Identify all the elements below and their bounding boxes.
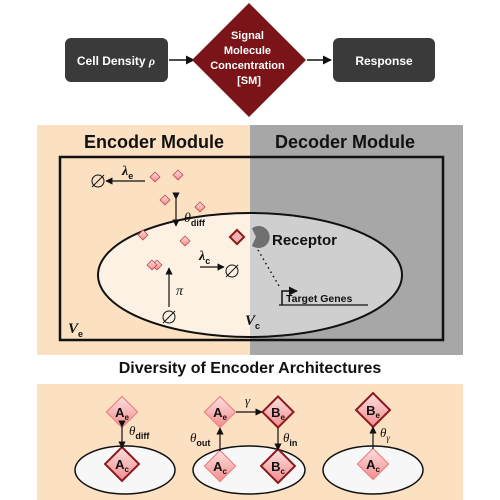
ve-label: Ve [68,321,83,339]
environment-volume-box [58,155,445,342]
ac-node: Ac [203,449,237,483]
module-panel: Encoder Module Decoder Module λe θdiff [37,125,463,355]
svg-text:Ae: Ae [213,405,227,422]
response-label: Response [355,54,413,68]
molecule [159,194,171,206]
signal-molecule-diamond [192,3,306,117]
be-node: Be [354,391,392,429]
theta-diff-label: θdiff [129,423,150,441]
rho-symbol: ρ [148,54,155,68]
architectures-title: Diversity of Encoder Architectures [119,360,382,377]
cell-right-half [250,213,402,337]
svg-text:Ac: Ac [115,457,129,474]
theta-in-label: θin [283,430,297,448]
ac-node: Ac [103,445,141,483]
molecule [172,169,184,181]
architecture-conversion: Ae Be Ac Bc γ θout θin [190,393,306,495]
lambda-c-label: λc [198,249,210,266]
sm-line-4: [SM] [237,75,261,87]
pi-label: π [176,284,184,299]
receptor-label: Receptor [272,232,337,249]
signal-molecule-label: Signal Molecule Concentration [SM] [210,30,288,87]
signal-flow: Cell Density ρ Signal Molecule Concentra… [65,3,435,117]
theta-out-label: θout [190,430,210,448]
receptor-icon [228,226,270,249]
cell-membrane [97,212,403,338]
svg-text:Bc: Bc [271,459,285,476]
lambda-e-label: λe [121,164,133,181]
decoder-title: Decoder Module [275,132,415,152]
sm-line-1: Signal [231,30,264,42]
gene-promoter [279,286,368,306]
cell-density-box [65,38,168,82]
cell-density-text: Cell Density [77,54,149,68]
lambda-e-sub: e [128,171,133,181]
ae-node: Ae [203,395,237,429]
architecture-diffusion: Ae Ac θdiff [74,395,176,495]
molecule [179,235,191,247]
lambda-c-sub: c [205,256,210,266]
degraded-symbol-inner [225,264,239,278]
encoder-title: Encoder Module [84,132,224,152]
cell-left-half [98,213,250,337]
ae-node: Ae [105,395,139,429]
svg-text:Ae: Ae [115,405,129,422]
vc-label: Vc [245,313,260,331]
ac-node: Ac [356,447,390,481]
be-node: Be [261,395,295,429]
architecture-export: Be Ac θγ [322,391,424,495]
ve-sub: e [78,329,83,339]
molecule [194,201,206,213]
gamma-label: γ [245,393,251,408]
production-source [162,310,176,324]
molecule [137,229,149,241]
outer-degradation: λe [91,164,145,188]
vc-sub: c [255,321,260,331]
signal-path [257,249,280,287]
theta-gamma-label: θγ [380,425,390,443]
degraded-symbol-outer [91,174,105,188]
sm-line-3: Concentration [210,60,285,72]
sm-line-2: Molecule [224,45,271,57]
bc-node: Bc [259,447,297,485]
svg-text:Ac: Ac [213,459,227,476]
svg-text:Be: Be [271,405,285,422]
bound-molecule [228,228,246,246]
molecule [146,259,158,271]
response-box [333,38,435,82]
theta-diff-sub: diff [191,218,206,228]
cell-density-label: Cell Density ρ [77,54,155,68]
theta-diff-label: θdiff [184,211,206,228]
svg-text:Be: Be [366,403,380,420]
architectures-panel: Ae Ac θdiff Ae Be Ac [37,384,463,500]
svg-text:Ac: Ac [366,457,380,474]
molecule [149,171,161,183]
target-genes-label: Target Genes [286,293,352,305]
